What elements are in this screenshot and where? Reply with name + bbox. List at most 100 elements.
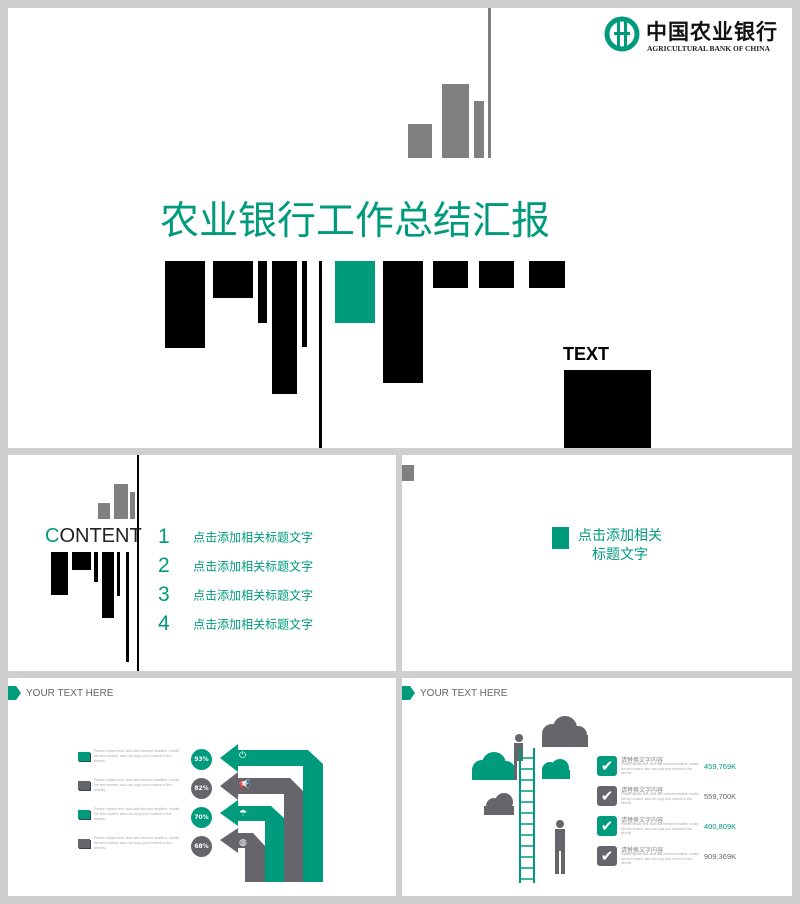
header-marker-icon: [8, 686, 21, 700]
toc-item[interactable]: 4 点击添加相关标题文字: [158, 612, 313, 636]
toc-item[interactable]: 1 点击添加相关标题文字: [158, 525, 313, 549]
bar-deco: [442, 84, 469, 158]
item-value: 559,700K: [704, 792, 737, 801]
item-description: Please replace text, click add relevant …: [621, 822, 699, 835]
bar-deco: [102, 552, 114, 618]
item-description: Please replace text, click add relevant …: [621, 852, 699, 865]
bar-deco: [302, 261, 307, 347]
slide-contents[interactable]: CONTENT 1 点击添加相关标题文字 2 点击添加相关标题文字 3 点击添加…: [8, 455, 396, 671]
bar-deco: [383, 261, 423, 383]
toc-item[interactable]: 2 点击添加相关标题文字: [158, 554, 313, 578]
logo-en: AGRICULTURAL BANK OF CHINA: [647, 44, 771, 53]
toc-item[interactable]: 3 点击添加相关标题文字: [158, 583, 313, 607]
check-box[interactable]: ✔: [597, 756, 617, 776]
section-title-line: 标题文字: [592, 547, 648, 563]
item-title: 请替换文字内容: [621, 847, 664, 854]
bar-deco: [94, 552, 98, 582]
bar-deco: [51, 552, 68, 595]
item-description: Please replace text, click add relevant …: [94, 836, 180, 850]
bar-deco: [98, 503, 110, 519]
bar-deco: [488, 8, 491, 158]
check-icon: ✔: [600, 847, 614, 865]
toc-label: 点击添加相关标题文字: [193, 530, 314, 545]
divider-line: [137, 455, 139, 671]
arrow-2: [220, 772, 303, 882]
legend-swatch: [78, 810, 90, 819]
bar-deco: [408, 124, 432, 158]
legend-swatch: [78, 839, 90, 848]
slide-header: YOUR TEXT HERE: [420, 688, 508, 699]
header-marker-icon: [402, 686, 415, 700]
item-title: 请替换文字内容: [621, 787, 664, 794]
slide-cover[interactable]: 中国农业银行 AGRICULTURAL BANK OF CHINA 农业银行工作…: [8, 8, 792, 448]
section-marker: [552, 527, 569, 549]
toc-number: 1: [158, 525, 170, 548]
item-description: Please replace text, click add relevant …: [94, 749, 180, 763]
bar-deco: [165, 261, 205, 348]
item-value: 909,369K: [704, 852, 737, 861]
bar-deco: [479, 261, 514, 288]
bar-accent: [335, 261, 375, 323]
item-value: 459,769K: [704, 762, 737, 771]
item-description: Please replace text, click add relevant …: [94, 778, 180, 792]
toc-label: 点击添加相关标题文字: [193, 559, 314, 574]
bar-deco: [72, 552, 91, 570]
bar-deco: [114, 484, 128, 519]
percent-circle: 82%: [191, 778, 212, 799]
umbrella-icon: ☂: [239, 809, 248, 819]
percent-value: 82%: [194, 785, 209, 792]
bank-logo: 中国农业银行 AGRICULTURAL BANK OF CHINA: [604, 14, 788, 56]
slide-section[interactable]: 点击添加相关 标题文字: [402, 455, 792, 671]
bar-deco: [258, 261, 267, 323]
percent-circle: 93%: [191, 749, 212, 770]
item-value: 400,809K: [704, 822, 737, 831]
section-title: 点击添加相关 标题文字: [578, 527, 662, 565]
arrow-1: [220, 744, 323, 882]
slide-arrows[interactable]: YOUR TEXT HERE Please replace text, clic…: [8, 678, 396, 896]
coin-icon: ◍: [239, 838, 247, 848]
bar-deco: [213, 261, 253, 298]
check-box[interactable]: ✔: [597, 816, 617, 836]
item-title: 请替换文字内容: [621, 817, 664, 824]
bar-deco: [474, 101, 484, 158]
cover-title: 农业银行工作总结汇报: [160, 199, 551, 244]
ladder-illustration: [472, 716, 588, 883]
arrow-4: [220, 828, 265, 882]
bar-deco: [529, 261, 565, 288]
percent-circle: 70%: [191, 807, 212, 828]
check-box[interactable]: ✔: [597, 846, 617, 866]
arrow-graphic: [220, 744, 323, 882]
check-icon: ✔: [600, 817, 614, 835]
corner-deco: [402, 465, 414, 481]
check-icon: ✔: [600, 757, 614, 775]
percent-value: 93%: [194, 756, 209, 763]
abc-logo-icon: [604, 16, 640, 52]
logo-cn: 中国农业银行: [646, 20, 778, 44]
check-box[interactable]: ✔: [597, 786, 617, 806]
item-description: Please replace text, click add relevant …: [621, 792, 699, 805]
text-label: TEXT: [563, 344, 610, 364]
percent-value: 70%: [194, 814, 209, 821]
bar-deco: [117, 552, 120, 596]
slide-checklist[interactable]: YOUR TEXT HERE ✔ 请替换文字内容 Please replace …: [402, 678, 792, 896]
bar-deco: [272, 261, 297, 394]
arrow-3: [220, 800, 284, 882]
megaphone-icon: 📢: [239, 780, 251, 790]
slide-header: YOUR TEXT HERE: [26, 688, 114, 699]
heading-initial: C: [45, 525, 60, 547]
bar-deco: [130, 492, 135, 519]
bar-deco: [319, 261, 322, 448]
toc-number: 3: [158, 583, 170, 606]
heading-rest: ONTENT: [59, 525, 142, 547]
percent-circle: 68%: [191, 836, 212, 857]
toc-label: 点击添加相关标题文字: [193, 588, 314, 603]
check-icon: ✔: [600, 787, 614, 805]
contents-heading: CONTENT: [45, 525, 142, 548]
power-icon: ⏻: [239, 751, 247, 761]
item-description: Please replace text, click add relevant …: [94, 807, 180, 821]
bar-deco: [126, 552, 129, 662]
item-description: Please replace text, click add relevant …: [621, 762, 699, 775]
section-title-line: 点击添加相关: [578, 528, 662, 544]
item-title: 请替换文字内容: [621, 757, 664, 764]
toc-number: 2: [158, 554, 170, 577]
